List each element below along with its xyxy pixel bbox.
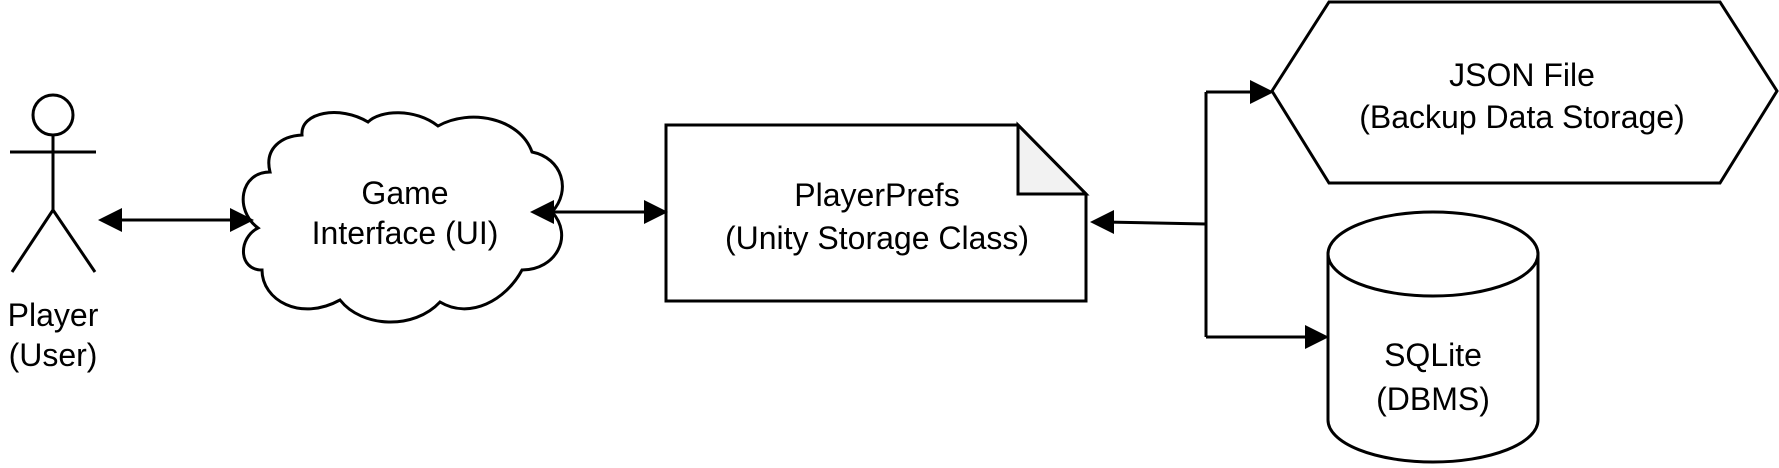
playerprefs-note: PlayerPrefs (Unity Storage Class) [664, 121, 1090, 303]
game-interface-cloud: Game Interface (UI) [241, 111, 564, 324]
arrowhead-left [530, 200, 554, 224]
cylinder-body [1326, 252, 1540, 464]
game-interface-label-line2: Interface (UI) [312, 215, 499, 251]
note-fold [1016, 121, 1090, 196]
player-left-leg [10, 209, 55, 273]
cloud-shape [241, 111, 564, 324]
cylinder-top [1326, 210, 1540, 298]
sqlite-label-line1: SQLite [1384, 337, 1482, 373]
connector-storage-to-playerprefs [1090, 210, 1207, 234]
game-interface-label-line1: Game [361, 175, 448, 211]
player-actor: Player (User) [8, 93, 99, 373]
json-file-label-line1: JSON File [1449, 57, 1595, 93]
playerprefs-label-line1: PlayerPrefs [794, 177, 959, 213]
sqlite-label-line2: (DBMS) [1376, 381, 1490, 417]
player-head [31, 93, 75, 137]
arrowhead-left [98, 208, 122, 232]
arrowhead-right [230, 208, 254, 232]
json-file-hexagon: JSON File (Backup Data Storage) [1270, 0, 1779, 185]
arrowhead-right [644, 200, 668, 224]
json-file-label-line2: (Backup Data Storage) [1359, 99, 1685, 135]
note-shape [664, 123, 1088, 303]
arrowhead-sqlite [1305, 325, 1329, 349]
connector-game-ui-playerprefs [530, 200, 668, 224]
connector-player-game-ui [98, 208, 254, 232]
playerprefs-label-line2: (Unity Storage Class) [725, 220, 1029, 256]
sqlite-cylinder: SQLite (DBMS) [1326, 210, 1540, 464]
player-label-line1: Player [8, 297, 99, 333]
connector-branch-storage [1204, 80, 1329, 349]
player-right-leg [51, 209, 97, 273]
connector-line [1103, 220, 1207, 226]
arrowhead-left [1090, 210, 1114, 234]
arrowhead-json [1250, 80, 1274, 104]
player-label-line2: (User) [9, 337, 98, 373]
